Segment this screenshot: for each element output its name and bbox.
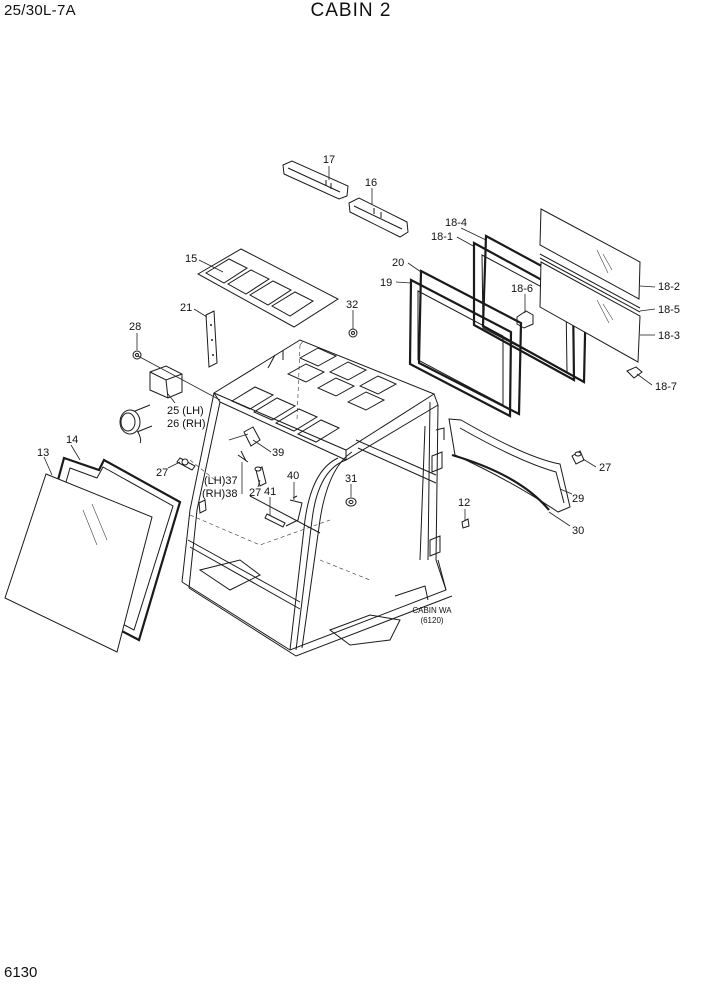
callout-27-left: 27 — [156, 467, 168, 479]
callout-38-rh: (RH)38 — [202, 488, 237, 500]
part-27-bolt-left — [176, 457, 196, 471]
part-18-5-rail — [539, 253, 641, 313]
part-31-nut — [345, 497, 357, 507]
cabin-ref-label: CABIN WA — [412, 606, 452, 615]
part-20-door-seal — [417, 269, 523, 416]
part-28-nut — [132, 350, 142, 360]
callout-25-lh: 25 (LH) — [167, 405, 204, 417]
callout-17: 17 — [323, 154, 335, 166]
callout-18-4: 18-4 — [445, 217, 467, 229]
part-18-3-glass — [539, 261, 641, 363]
callout-30: 30 — [572, 525, 584, 537]
callout-18-3: 18-3 — [658, 330, 680, 342]
part-41-bolt — [264, 513, 286, 528]
part-18-6-latch — [516, 310, 534, 329]
part-15-roof-panel — [196, 248, 340, 328]
callout-27-center: 27 — [249, 487, 261, 499]
part-21-strip — [205, 310, 218, 368]
callout-16: 16 — [365, 177, 377, 189]
callout-26-rh: 26 (RH) — [167, 418, 206, 430]
part-25-26-work-lamp — [119, 365, 183, 444]
cabin-ref-page: (6120) — [420, 616, 443, 625]
part-30-seal-strip — [451, 453, 550, 511]
callout-labels: 17 16 18-4 18-1 15 20 19 18-6 18-2 18-5 … — [37, 154, 680, 625]
part-29-side-panel — [448, 418, 571, 513]
callout-14: 14 — [66, 434, 78, 446]
callout-20: 20 — [392, 257, 404, 269]
callout-37-lh: (LH)37 — [204, 475, 238, 487]
part-32-nut — [348, 328, 358, 338]
part-40-handle — [285, 495, 303, 527]
callout-40: 40 — [287, 470, 299, 482]
callout-12: 12 — [458, 497, 470, 509]
page-number: 6130 — [4, 964, 38, 981]
callout-21: 21 — [180, 302, 192, 314]
cabin-frame — [181, 339, 453, 657]
part-19-door-frame — [408, 278, 513, 418]
part-16-rail — [348, 197, 409, 238]
callout-18-7: 18-7 — [655, 381, 677, 393]
callout-18-6: 18-6 — [511, 283, 533, 295]
callout-18-1: 18-1 — [431, 231, 453, 243]
part-37-38-39-bracket — [237, 426, 261, 463]
page-title: CABIN 2 — [310, 0, 392, 21]
part-13-windshield-glass — [4, 473, 153, 653]
model-code: 25/30L-7A — [4, 2, 76, 19]
part-17-rail — [282, 160, 349, 200]
leader-lines — [43, 166, 656, 527]
callout-32: 32 — [346, 299, 358, 311]
callout-18-2: 18-2 — [658, 281, 680, 293]
callout-27-right: 27 — [599, 462, 611, 474]
part-18-7-clip — [626, 366, 643, 379]
part-27-bolt-center — [254, 466, 267, 487]
callout-15: 15 — [185, 253, 197, 265]
callout-39: 39 — [272, 447, 284, 459]
callout-41: 41 — [264, 486, 276, 498]
part-18-2-glass — [539, 208, 641, 300]
callout-13: 13 — [37, 447, 49, 459]
callout-28: 28 — [129, 321, 141, 333]
part-12-pin — [461, 518, 470, 529]
callout-18-5: 18-5 — [658, 304, 680, 316]
callout-19: 19 — [380, 277, 392, 289]
callout-31: 31 — [345, 473, 357, 485]
callout-29: 29 — [572, 493, 584, 505]
part-27-bolt-right — [571, 450, 585, 465]
